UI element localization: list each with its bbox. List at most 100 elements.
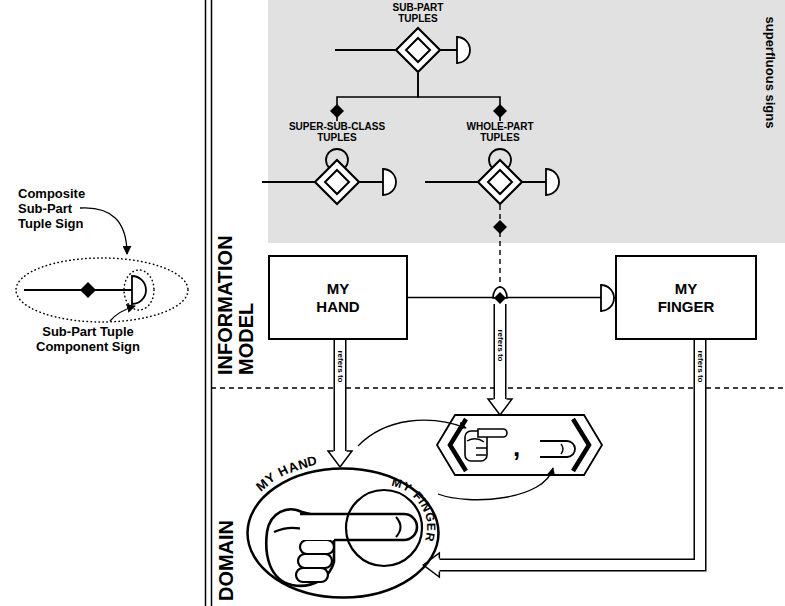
tuple-hexagon: , xyxy=(437,415,602,475)
diamond-heading: WHOLE-PART TUPLES xyxy=(456,121,544,143)
connector-group xyxy=(328,340,352,467)
superfluous-band: SUB-PART TUPLESSUPER-SUB-CLASS TUPLESWHO… xyxy=(268,0,785,243)
section-title: INFORMATION MODEL xyxy=(215,225,257,375)
refers-to-arrow-inner xyxy=(423,340,700,565)
edge-label: refers to xyxy=(695,349,704,383)
tuple-member-leader xyxy=(438,468,553,500)
text-glyph: G xyxy=(423,511,437,523)
component-half-circle xyxy=(383,169,396,195)
hand-ellipse: MY FINGERMY HAND xyxy=(246,467,440,599)
hand-illustration xyxy=(298,554,332,568)
refers-to-line xyxy=(499,205,500,415)
finger-circle-outline xyxy=(330,474,438,582)
band-caption: superfluous signs xyxy=(764,16,779,128)
tuple-bracket xyxy=(450,419,466,471)
hand-icon xyxy=(467,439,484,442)
diamond-outer xyxy=(478,160,522,204)
label-holder: INFORMATION MODEL xyxy=(215,225,257,375)
tuple-member-leader xyxy=(358,420,466,446)
tuple-diamond-symbol xyxy=(493,220,507,234)
arrowhead xyxy=(488,399,512,415)
tuple-bracket xyxy=(573,419,589,471)
callout-label: Composite Sub-Part Tuple Sign xyxy=(18,186,102,231)
diamond-inner xyxy=(488,170,512,194)
tuple-set-diamond: SUB-PART TUPLES xyxy=(385,2,451,73)
component-half-circle xyxy=(546,169,559,195)
tuple-diamond-symbol xyxy=(494,292,506,304)
connector-group xyxy=(488,205,512,415)
edge-label-holder: refers to xyxy=(695,349,704,383)
tuple-diamond-symbol xyxy=(330,104,344,118)
diamond-inner xyxy=(325,170,349,194)
self-loop xyxy=(489,149,511,171)
diamond-outer xyxy=(396,28,440,72)
entity-name: MY HAND xyxy=(306,280,370,316)
diamond-heading: SUB-PART TUPLES xyxy=(385,2,451,24)
label-holder: Composite Sub-Part Tuple Sign xyxy=(18,186,102,231)
diamond-outline xyxy=(395,27,441,73)
panel-border xyxy=(211,0,213,606)
tuple-set-diamond: WHOLE-PART TUPLES xyxy=(456,121,544,205)
panel-border xyxy=(205,0,207,606)
connector-group xyxy=(423,340,700,577)
refers-to-arrow-inner xyxy=(335,340,345,467)
connector-group xyxy=(330,73,418,121)
tuple-diamond-symbol xyxy=(493,104,507,118)
finger-circle: MY FINGER xyxy=(330,474,438,582)
tuple-line xyxy=(425,181,546,183)
diamond-inner xyxy=(406,38,430,62)
text-glyph: D xyxy=(306,454,318,469)
connector-group xyxy=(408,297,615,298)
refers-to-arrow xyxy=(423,340,700,565)
arrowhead-fill xyxy=(488,399,512,415)
text-glyph: E xyxy=(425,523,437,531)
tuple-diamond-symbol xyxy=(80,282,96,298)
composite-sign-outline xyxy=(16,258,188,322)
hand-illustration xyxy=(300,540,334,554)
label-holder: DOMAIN xyxy=(216,519,237,600)
edge-label-holder: refers to xyxy=(335,349,344,383)
edge-label-holder: refers to xyxy=(495,328,504,362)
arrowhead-fill xyxy=(423,553,439,577)
diamond-outline xyxy=(477,159,523,205)
label-holder: Sub-Part Tuple Component Sign xyxy=(32,324,144,354)
structure-line xyxy=(408,297,615,299)
tuple-line xyxy=(335,49,457,51)
tuple-line xyxy=(262,181,383,183)
connector-group xyxy=(418,73,507,121)
section-title: DOMAIN xyxy=(216,519,237,600)
hand-illustration xyxy=(296,568,328,582)
domain-object-name: MY HAND xyxy=(249,448,326,498)
finger-illustration xyxy=(300,514,417,540)
arrowhead xyxy=(423,553,439,577)
text-glyph: R xyxy=(423,531,436,542)
finger-icon xyxy=(561,444,563,454)
self-loop xyxy=(326,149,348,171)
entity-box: MY HAND xyxy=(268,255,408,340)
diamond-outer xyxy=(315,160,359,204)
tuple-separator: , xyxy=(513,434,520,460)
hand-icon xyxy=(476,448,487,455)
structure-line xyxy=(337,73,418,121)
component-half-circle xyxy=(601,285,614,311)
hand-icon xyxy=(478,429,507,437)
ellipse-outline xyxy=(248,469,439,598)
tuple-line xyxy=(24,289,132,291)
entity-name: MY FINGER xyxy=(654,280,718,316)
edge-label: refers to xyxy=(335,349,344,383)
arrowhead-fill xyxy=(328,451,352,467)
component-half-circle xyxy=(132,276,146,304)
domain-object-name: MY FINGER xyxy=(385,471,443,549)
finger-illustration xyxy=(396,517,401,537)
refers-to-arrow-inner xyxy=(495,304,505,415)
entity-box: MY FINGER xyxy=(615,255,757,340)
hexagon-outline xyxy=(437,415,602,475)
callout-label: Sub-Part Tuple Component Sign xyxy=(32,324,144,354)
component-half-circle xyxy=(457,37,470,63)
refers-to-arrow xyxy=(334,340,347,467)
refers-to-arrow xyxy=(494,304,507,415)
finger-illustration xyxy=(300,514,417,540)
diamond-outline xyxy=(314,159,360,205)
edge-label: refers to xyxy=(495,328,504,362)
